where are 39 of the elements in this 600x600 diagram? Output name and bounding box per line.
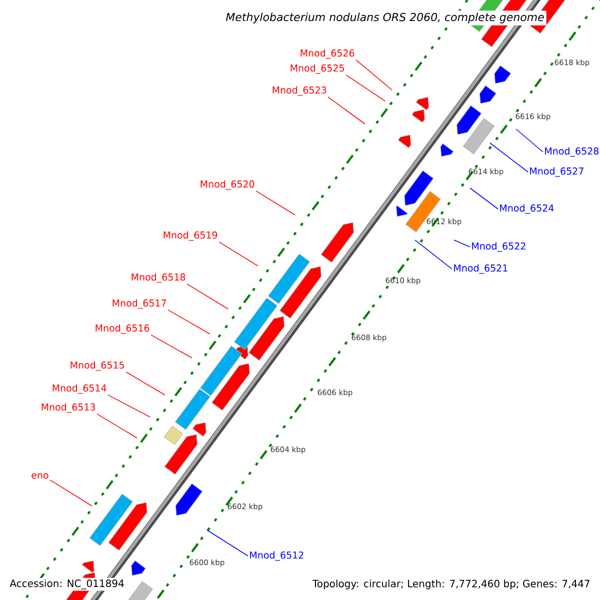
title: Methylobacterium nodulans ORS 2060, complete genome: [224, 10, 546, 26]
leader-line: [490, 142, 528, 172]
leader-line: [256, 190, 296, 216]
gene-label: Mnod_6520: [200, 180, 254, 190]
gene-label: Mnod_6523: [272, 86, 326, 96]
leader-line: [328, 96, 366, 124]
gene-label: Mnod_6526: [300, 49, 354, 59]
gene-label: eno: [32, 473, 48, 479]
gene-label: Mnod_6512: [250, 551, 304, 561]
leader-line: [96, 414, 138, 438]
genome-info-text: Topology: circular; Length: 7,772,460 bp; Genes: 7,447: [310, 578, 592, 591]
leader-line: [454, 240, 470, 248]
leader-line: [356, 60, 392, 90]
leader-line: [108, 394, 150, 418]
gene-label: Mnod_6515: [70, 361, 124, 371]
leader-line: [470, 188, 498, 210]
gene-label: Mnod_6514: [52, 384, 106, 394]
gene-label: Mnod_6519: [164, 231, 218, 241]
leader-line: [186, 284, 228, 310]
gene-label: Mnod_6528: [545, 147, 599, 157]
gene-label: Mnod_6517: [112, 299, 166, 309]
leader-line: [516, 128, 544, 152]
leader-line: [346, 74, 386, 102]
leader-line: [50, 480, 92, 506]
gene-label: Mnod_6522: [472, 242, 526, 252]
leader-line: [150, 334, 192, 358]
gene-label: Mnod_6516: [96, 324, 150, 334]
gene-label: Mnod_6527: [530, 167, 584, 177]
leader-line: [126, 372, 166, 396]
leader-line: [218, 242, 258, 266]
gene-label: Mnod_6513: [42, 403, 96, 413]
leader-line: [206, 530, 248, 556]
gene-label: Mnod_6521: [454, 264, 508, 274]
gene-label: Mnod_6525: [290, 64, 344, 74]
accession-text: Accession: NC_011894: [8, 578, 126, 591]
gene-label: Mnod_6518: [132, 273, 186, 283]
gene-label: Mnod_6524: [500, 204, 554, 214]
leader-line: [414, 240, 452, 270]
leader-line: [168, 310, 210, 334]
